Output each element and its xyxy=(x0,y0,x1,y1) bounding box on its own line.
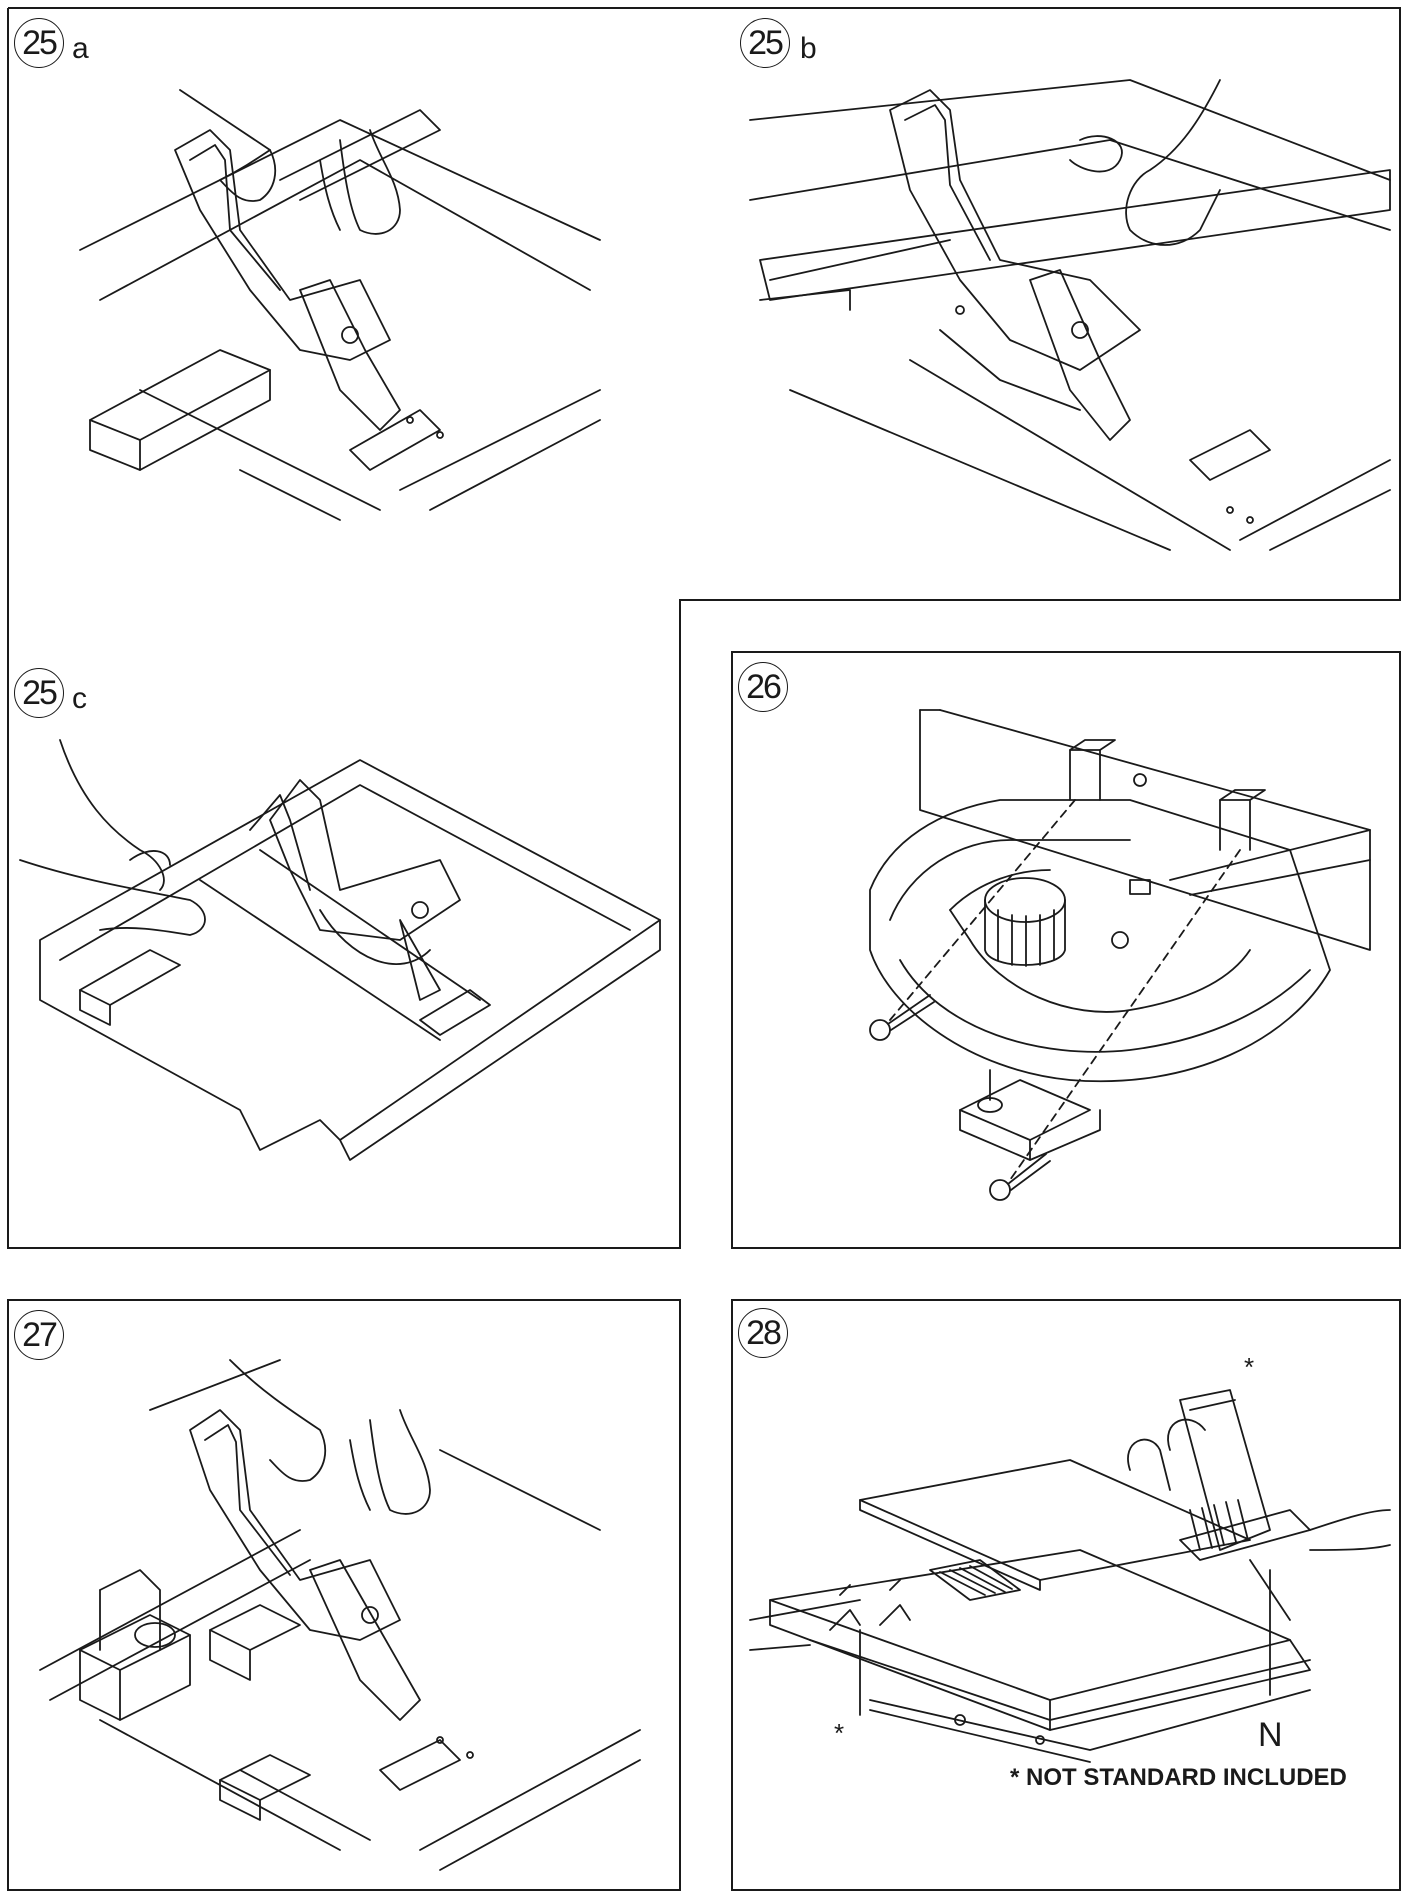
figure-28-number: 28 xyxy=(738,1308,788,1358)
figure-28-label-n: N xyxy=(1258,1716,1283,1754)
figure-28-illustration xyxy=(750,1390,1390,1770)
figure-27-illustration xyxy=(40,1350,650,1870)
figure-25b-number: 25 xyxy=(740,18,790,68)
figure-25a-illustration xyxy=(80,90,600,520)
figure-28-asterisk-left: * xyxy=(834,1718,845,1748)
figure-25c-suffix: c xyxy=(72,682,87,715)
figure-25b-illustration xyxy=(750,60,1390,560)
figure-25a-suffix: a xyxy=(72,32,89,65)
figure-27-number: 27 xyxy=(14,1310,64,1360)
figure-28-footnote: * NOT STANDARD INCLUDED xyxy=(1010,1764,1347,1791)
figure-26-number: 26 xyxy=(738,662,788,712)
figure-25b-suffix: b xyxy=(800,32,817,65)
figure-25c-number: 25 xyxy=(14,668,64,718)
figure-26-illustration xyxy=(770,710,1390,1230)
figure-25c-illustration xyxy=(20,740,660,1200)
figure-28-asterisk-top: * xyxy=(1244,1352,1255,1382)
figure-25a-number: 25 xyxy=(14,18,64,68)
